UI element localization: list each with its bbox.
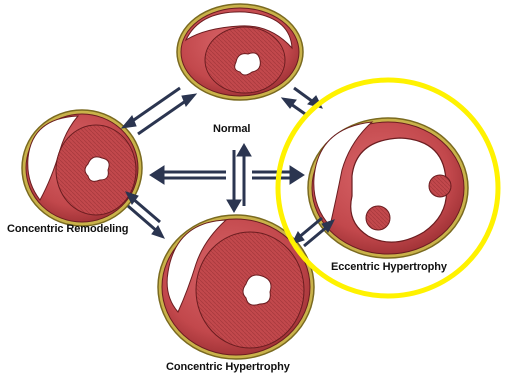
arrow-hypertrophy-to-normal [237, 144, 251, 206]
arrow-center-to-remodeling [150, 166, 226, 184]
arrow-remodeling-to-normal [138, 94, 196, 134]
arrow-normal-to-remodeling [122, 88, 180, 128]
arrow-eccentric-to-hypertrophy [292, 218, 322, 244]
heart-normal [177, 4, 303, 100]
label-normal: Normal [213, 123, 250, 135]
label-eccentric-hypertrophy: Eccentric Hypertrophy [331, 261, 447, 273]
heart-eccentric-hypertrophy [308, 118, 468, 258]
arrow-eccentric-to-normal [282, 98, 308, 116]
label-concentric-remodeling: Concentric Remodeling [7, 223, 128, 235]
arrow-normal-to-concentric-hypertrophy [227, 150, 241, 212]
label-concentric-hypertrophy: Concentric Hypertrophy [166, 361, 290, 373]
